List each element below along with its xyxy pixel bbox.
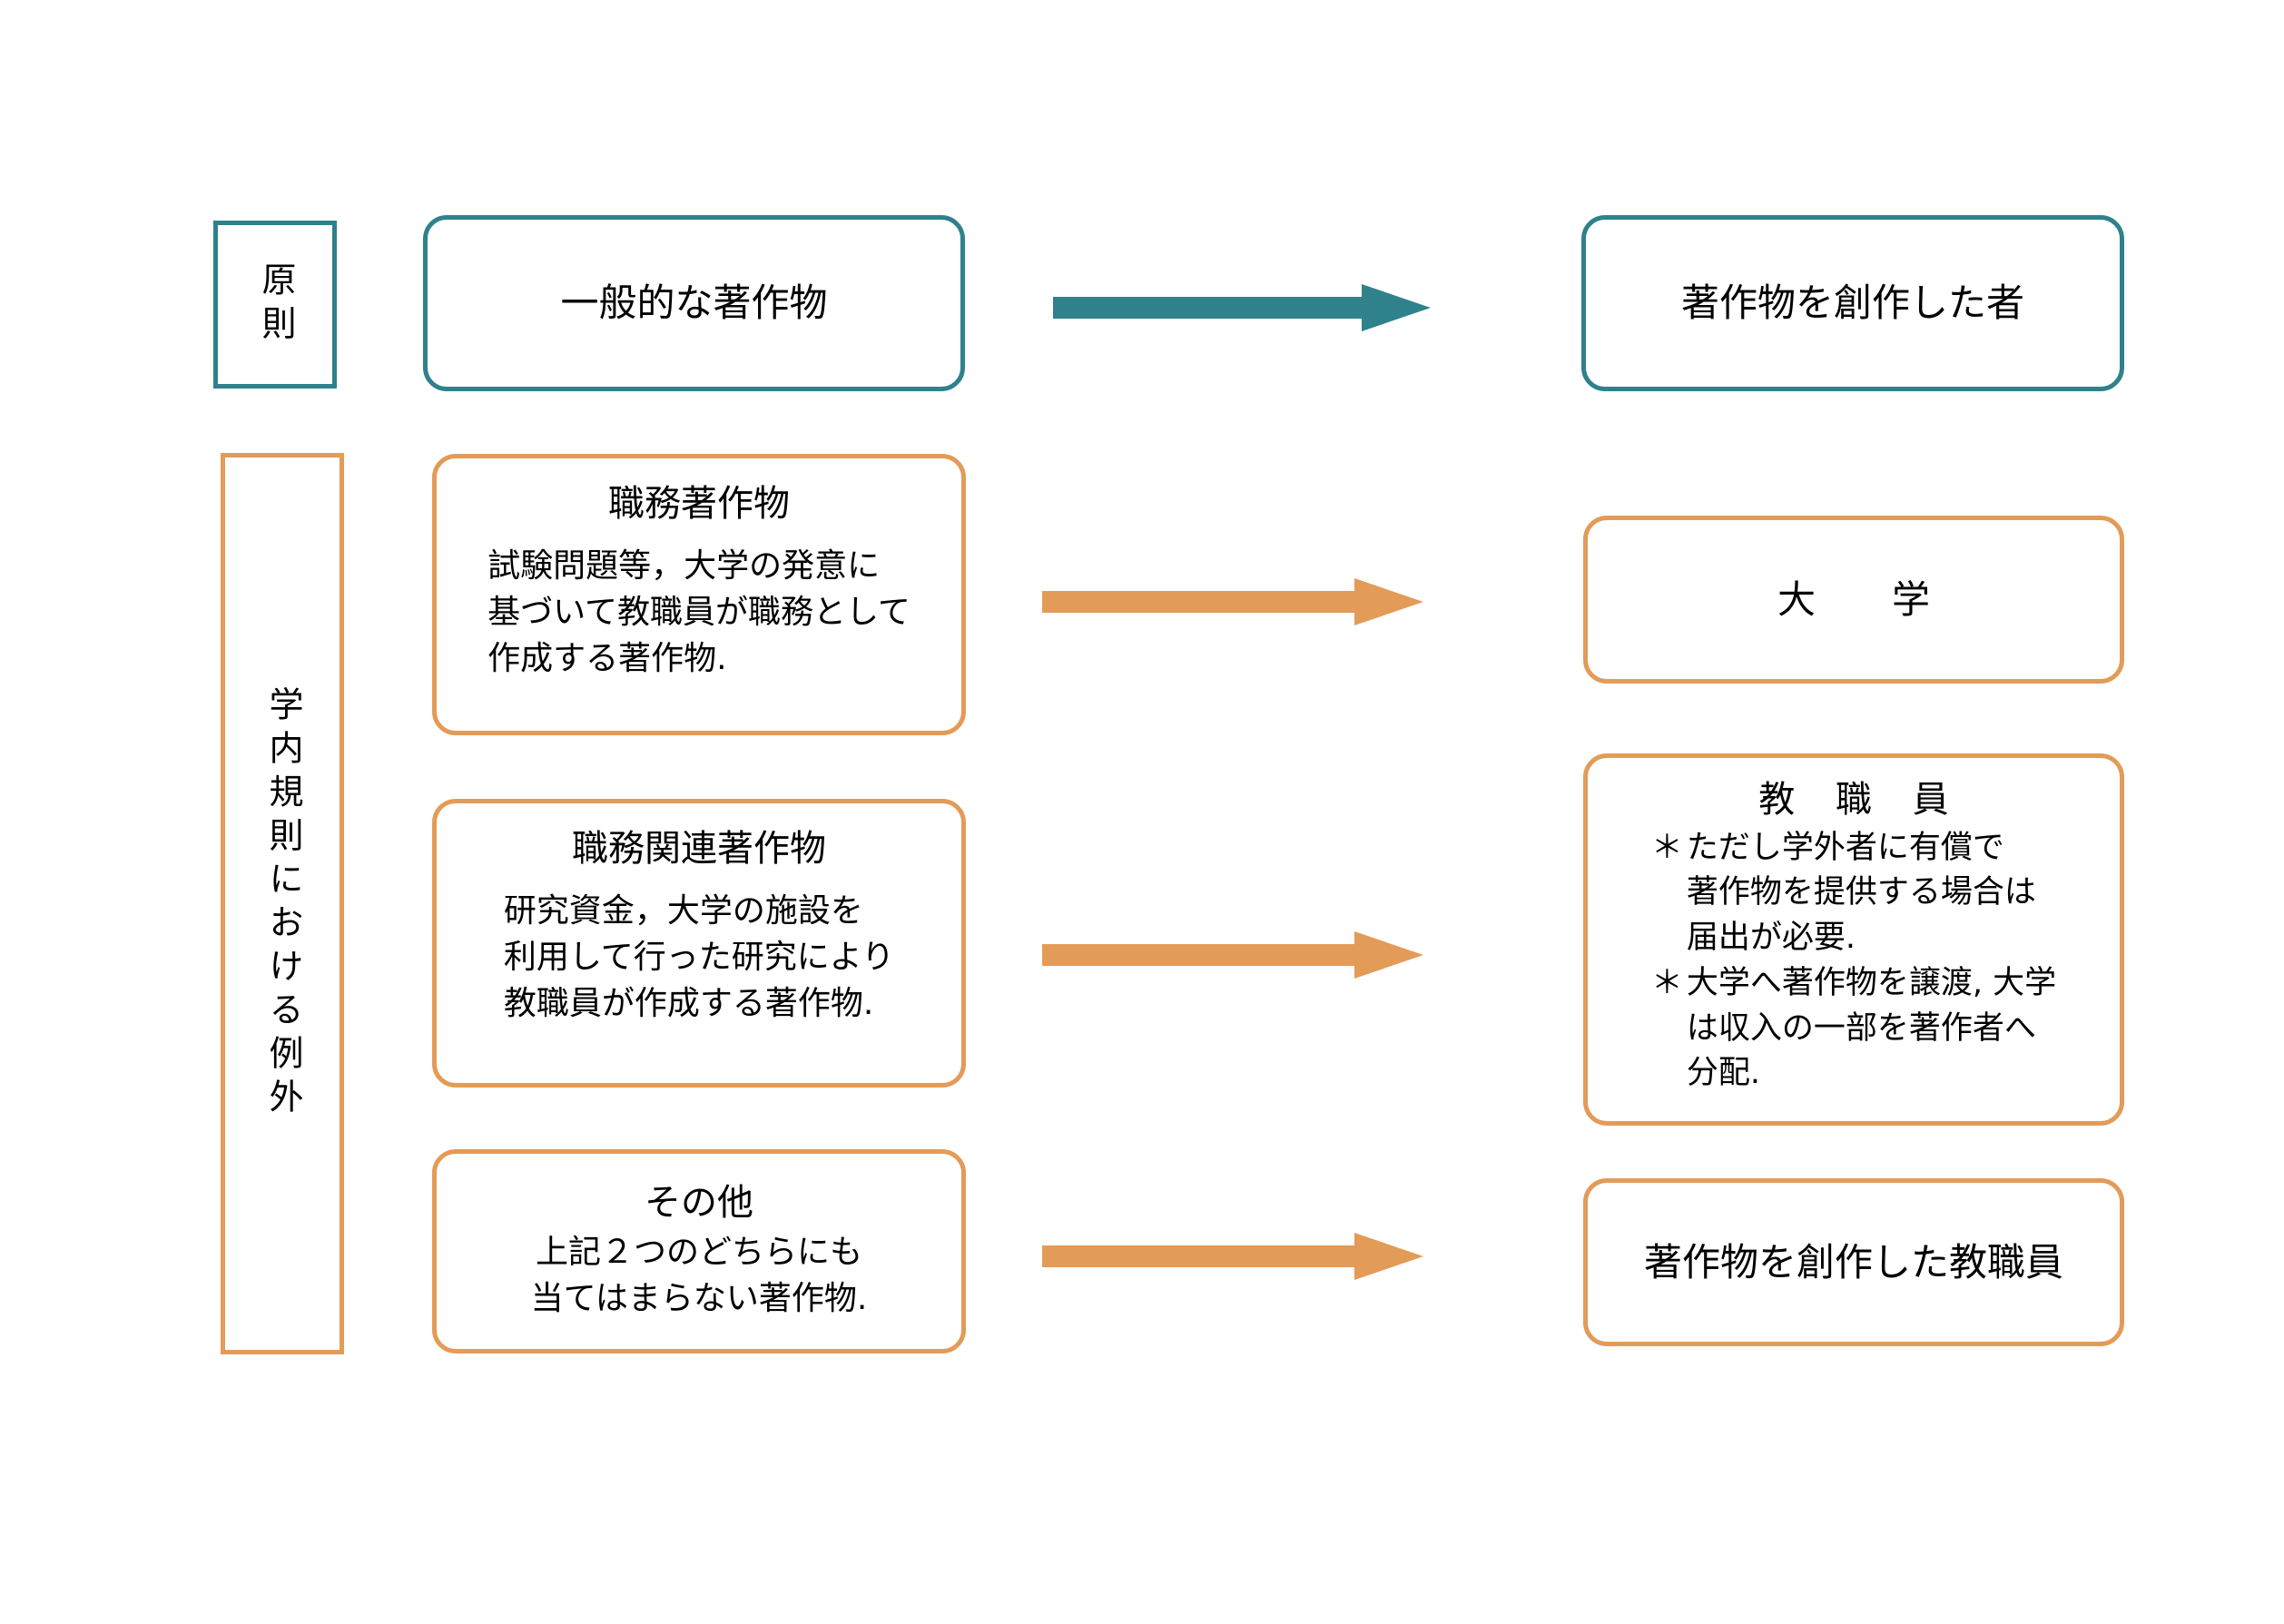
note-line: 届出が必要.: [1686, 920, 1856, 957]
body-line: 当てはまらない著作物.: [530, 1279, 868, 1317]
box-work-for-hire: 職務著作物 試験問題等，大学の発意に 基づいて教職員が職務として 作成する著作物…: [432, 454, 966, 735]
box-work-related-body: 研究資金，大学の施設を 利用して行った研究により 教職員が作成する著作物.: [504, 888, 894, 1027]
box-other-work-heading: その他: [645, 1182, 753, 1224]
box-other-work: その他 上記２つのどちらにも 当てはまらない著作物.: [432, 1149, 966, 1353]
rail-principle: 原則: [213, 221, 337, 389]
rail-exception-label: 学内規則における例外: [262, 685, 303, 1122]
arrow-work-for-hire: [1042, 578, 1423, 625]
box-general-work: 一般的な著作物: [423, 215, 965, 391]
note-text: ただし学外者に有償で 著作物を提供する場合は 届出が必要.: [1687, 826, 2056, 961]
box-faculty-staff-heading: 教 職 員: [1758, 779, 1964, 821]
note-item: ＊ ただし学外者に有償で 著作物を提供する場合は 届出が必要.: [1651, 826, 2056, 961]
body-line: 試験問題等，大学の発意に: [487, 546, 881, 585]
faculty-staff-notes: ＊ ただし学外者に有償で 著作物を提供する場合は 届出が必要. ＊ 大学へ著作物…: [1651, 826, 2056, 1097]
body-line: 上記２つのどちらにも: [535, 1233, 862, 1271]
arrow-other-work: [1042, 1233, 1423, 1280]
note-item: ＊ 大学へ著作物を譲渡, 大学 は収入の一部を著作者へ 分配.: [1651, 961, 2056, 1097]
box-university: 大 学: [1583, 516, 2124, 684]
box-creator-faculty: 著作物を創作した教職員: [1583, 1178, 2124, 1346]
box-creator-label: 著作物を創作した者: [1680, 281, 2024, 326]
box-work-related-heading: 職務関連著作物: [572, 828, 826, 870]
box-work-related: 職務関連著作物 研究資金，大学の施設を 利用して行った研究により 教職員が作成す…: [432, 799, 966, 1088]
note-text: 大学へ著作物を譲渡, 大学 は収入の一部を著作者へ 分配.: [1687, 961, 2056, 1097]
box-other-work-body: 上記２つのどちらにも 当てはまらない著作物.: [531, 1229, 868, 1322]
box-creator: 著作物を創作した者: [1581, 215, 2124, 391]
note-line: 分配.: [1686, 1055, 1761, 1092]
box-creator-faculty-label: 著作物を創作した教職員: [1643, 1239, 2063, 1284]
note-line: は収入の一部を著作者へ: [1686, 1009, 2036, 1047]
body-line: 研究資金，大学の施設を: [503, 891, 863, 930]
rail-principle-label: 原則: [255, 261, 296, 349]
arrow-work-related: [1042, 931, 1423, 979]
body-line: 基づいて教職員が職務として: [487, 593, 911, 631]
box-general-work-label: 一般的な著作物: [560, 281, 828, 326]
body-line: 利用して行った研究により: [503, 938, 895, 976]
body-line: 教職員が作成する著作物.: [503, 985, 874, 1023]
arrow-general-work: [1053, 284, 1431, 331]
body-line: 作成する著作物.: [487, 640, 727, 678]
box-faculty-staff: 教 職 員 ＊ ただし学外者に有償で 著作物を提供する場合は 届出が必要. ＊ …: [1583, 753, 2124, 1126]
note-line: 大学へ著作物を譲渡, 大学: [1686, 964, 2057, 1001]
box-work-for-hire-heading: 職務著作物: [608, 483, 790, 525]
asterisk-icon: ＊: [1650, 964, 1683, 1001]
asterisk-icon: ＊: [1650, 829, 1683, 866]
box-university-label: 大 学: [1777, 576, 1930, 622]
rail-exception: 学内規則における例外: [221, 453, 344, 1354]
box-work-for-hire-body: 試験問題等，大学の発意に 基づいて教職員が職務として 作成する著作物.: [487, 543, 911, 682]
note-line: 著作物を提供する場合は: [1686, 874, 2036, 911]
note-line: ただし学外者に有償で: [1686, 829, 2004, 866]
